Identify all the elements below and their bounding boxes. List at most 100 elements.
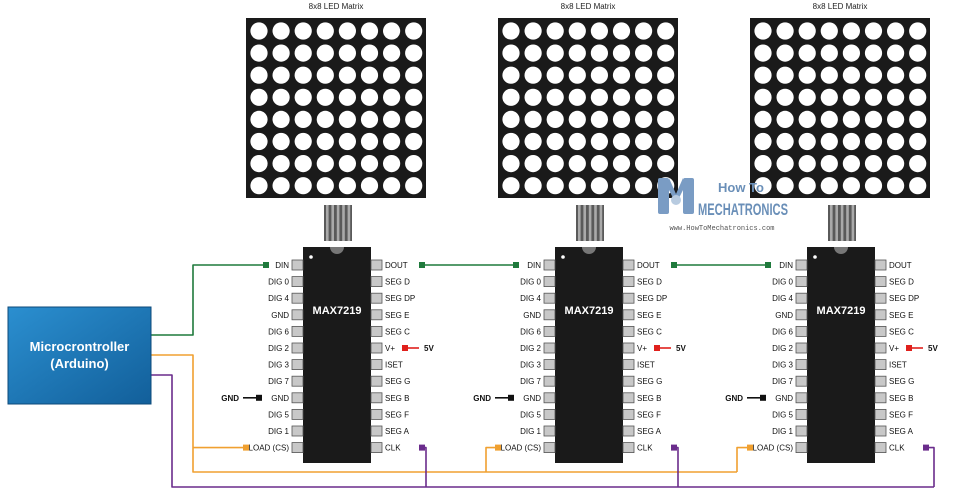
led-dot bbox=[272, 44, 290, 62]
led-dot bbox=[612, 66, 631, 84]
led-dot bbox=[887, 66, 905, 84]
led-dot bbox=[546, 132, 564, 151]
led-dot bbox=[405, 155, 423, 173]
pin-label-right: SEG D bbox=[637, 278, 662, 287]
ribbon-stripe bbox=[347, 205, 351, 241]
led-dot bbox=[657, 44, 675, 62]
wire-terminal bbox=[513, 262, 519, 268]
led-dot bbox=[820, 110, 838, 128]
chip-body bbox=[807, 247, 875, 463]
power-terminal bbox=[402, 345, 408, 351]
wire-terminal bbox=[495, 444, 501, 451]
chip-pin-left bbox=[795, 276, 808, 288]
led-dot bbox=[754, 132, 772, 151]
led-dot bbox=[776, 88, 794, 106]
load-wire bbox=[736, 446, 750, 472]
led-dot bbox=[864, 132, 883, 151]
pin-label-right: SEG F bbox=[889, 410, 913, 419]
pin-label-right: SEG D bbox=[889, 278, 914, 287]
led-dot bbox=[316, 22, 334, 40]
led-dot bbox=[909, 110, 927, 128]
chip-pin-right bbox=[370, 408, 383, 420]
led-dot bbox=[250, 66, 268, 84]
led-dot bbox=[272, 155, 290, 173]
pin-label-left: DIG 3 bbox=[268, 361, 289, 370]
led-dot bbox=[383, 177, 401, 195]
led-dot bbox=[612, 88, 631, 106]
chip-pin-left bbox=[291, 408, 304, 420]
led-dot bbox=[909, 44, 927, 62]
led-dot bbox=[657, 22, 675, 40]
chip-pin-left bbox=[291, 309, 304, 321]
led-dot bbox=[820, 66, 838, 84]
chip-pin-right bbox=[370, 309, 383, 321]
led-dot bbox=[635, 110, 653, 128]
led-matrix bbox=[246, 18, 426, 198]
chip-notch bbox=[330, 247, 344, 254]
ribbon-stripe bbox=[342, 205, 345, 241]
led-dot bbox=[316, 66, 334, 84]
led-dot bbox=[864, 44, 883, 62]
led-dot bbox=[612, 44, 631, 62]
led-dot bbox=[798, 66, 816, 84]
wire-terminal bbox=[671, 444, 677, 451]
wire-terminal bbox=[671, 262, 677, 268]
led-dot bbox=[316, 88, 334, 106]
chip-pin-right bbox=[622, 408, 635, 420]
pin-label-right: CLK bbox=[889, 444, 905, 453]
led-dot bbox=[590, 155, 609, 173]
chip-pin-left bbox=[291, 325, 304, 337]
matrix-title: 8x8 LED Matrix bbox=[561, 2, 616, 11]
led-dot bbox=[250, 44, 268, 62]
load-bus-wire bbox=[151, 354, 737, 473]
pin-label-left: LOAD (CS) bbox=[753, 444, 794, 453]
led-matrix bbox=[750, 18, 930, 198]
led-dot bbox=[502, 132, 520, 151]
chip-pin-right bbox=[874, 325, 887, 337]
led-dot bbox=[657, 88, 675, 106]
led-dot bbox=[294, 22, 312, 40]
led-dot bbox=[294, 88, 312, 106]
led-dot bbox=[316, 155, 334, 173]
led-dot bbox=[568, 88, 586, 106]
ground-terminal bbox=[508, 394, 514, 401]
chip-pin-left bbox=[291, 425, 304, 437]
led-dot bbox=[502, 110, 520, 128]
led-dot bbox=[864, 88, 883, 106]
led-dot bbox=[546, 44, 564, 62]
led-dot bbox=[546, 155, 564, 173]
led-dot bbox=[294, 132, 312, 151]
pin-label-left: DIG 6 bbox=[520, 327, 541, 336]
pin-label-right: SEG B bbox=[637, 394, 661, 403]
wire-terminal bbox=[419, 262, 425, 268]
chip-pin-right bbox=[370, 325, 383, 337]
led-dot bbox=[776, 44, 794, 62]
gnd-label: GND bbox=[221, 394, 239, 403]
ribbon-connector bbox=[576, 205, 604, 241]
led-matrix-body bbox=[750, 18, 930, 198]
pin-label-left: DIG 7 bbox=[268, 377, 289, 386]
pin-label-right: SEG A bbox=[385, 427, 410, 436]
chip-pin-left bbox=[795, 359, 808, 371]
chip-pin-right bbox=[370, 276, 383, 288]
howtomechatronics-logo: How To MECHATRONICS www.HowToMechatronic… bbox=[658, 178, 788, 233]
pin-label-left: DIG 0 bbox=[268, 278, 289, 287]
led-dot bbox=[338, 132, 356, 151]
led-dot bbox=[524, 177, 542, 195]
pin-label-right: ISET bbox=[889, 361, 907, 370]
led-dot bbox=[568, 155, 586, 173]
pin-label-right: DOUT bbox=[637, 261, 660, 270]
chip-name: MAX7219 bbox=[817, 305, 866, 317]
clk-bus-wire bbox=[151, 374, 934, 488]
led-dot bbox=[864, 155, 883, 173]
pin-label-left: GND bbox=[271, 394, 289, 403]
ribbon-stripe bbox=[583, 205, 586, 241]
pin-label-left: GND bbox=[271, 311, 289, 320]
led-dot bbox=[272, 88, 290, 106]
pin-label-left: DIN bbox=[527, 261, 541, 270]
led-dot bbox=[338, 22, 356, 40]
pin-label-right: SEG A bbox=[889, 427, 914, 436]
pin-label-left: LOAD (CS) bbox=[249, 444, 290, 453]
pin-label-right: SEG DP bbox=[637, 294, 667, 303]
